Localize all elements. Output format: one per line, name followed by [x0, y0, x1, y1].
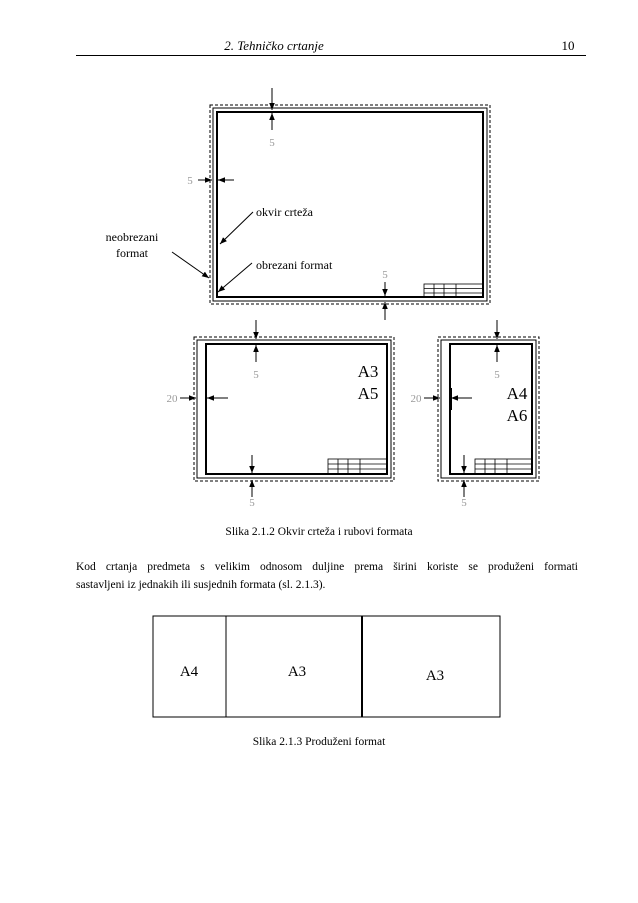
- a4-dim-left-value: 20: [411, 393, 423, 405]
- paragraph-line-1: Kod crtanja predmeta s velikim odnosom d…: [76, 561, 578, 573]
- header-rule: [76, 55, 586, 56]
- title-block: [327, 458, 388, 475]
- a3-dim-left-value: 20: [167, 393, 179, 405]
- large-format-drawing: 5 5 5 okvir crteža obrezani format neobr…: [106, 88, 491, 320]
- extended-cell-a3-first: A3: [288, 664, 306, 680]
- format-label-a3: A3: [358, 362, 379, 381]
- paragraph-line-2: sastavljeni iz jednakih ili susjednih fo…: [76, 579, 326, 591]
- a4-dim-top-value: 5: [494, 369, 500, 381]
- frame-leader-arrow: [219, 211, 254, 245]
- extended-format-drawing: A4 A3 A3: [152, 615, 501, 718]
- running-header-title: 2. Tehničko crtanje: [224, 38, 324, 53]
- a3-a5-format-drawing: 5 20 5 A3 A5: [167, 320, 395, 509]
- format-label-a5: A5: [358, 384, 379, 403]
- extended-cell-a4: A4: [180, 664, 199, 680]
- a3-dim-top-value: 5: [253, 369, 259, 381]
- body-paragraph: Kod crtanja predmeta s velikim odnosom d…: [76, 558, 578, 594]
- untrimmed-leader-arrow: [171, 251, 210, 279]
- dim-left-value: 5: [187, 175, 193, 187]
- drawing-frame: [216, 111, 484, 298]
- untrimmed-outline: [209, 104, 491, 305]
- format-label-a4: A4: [507, 384, 528, 403]
- figure-caption-2-1-2: Slika 2.1.2 Okvir crteža i rubovi format…: [225, 526, 413, 538]
- label-untrimmed-line2: format: [116, 246, 149, 260]
- extended-cell-a3-second: A3: [426, 668, 444, 684]
- a4-dim-bottom-value: 5: [461, 497, 467, 509]
- dim-top-value: 5: [269, 137, 275, 149]
- trimmed-outline: [212, 107, 488, 302]
- title-block: [474, 458, 533, 475]
- a4-a6-format-drawing: 5 20 5 A4 A6: [411, 320, 540, 509]
- page-number: 10: [561, 38, 575, 53]
- label-untrimmed-line1: neobrezani: [106, 230, 159, 244]
- label-trimmed-format: obrezani format: [256, 258, 333, 272]
- dim-bottom-value: 5: [382, 269, 388, 281]
- format-label-a6: A6: [507, 406, 528, 425]
- title-block: [423, 283, 484, 298]
- trimmed-leader-arrow: [217, 262, 253, 293]
- figure-caption-2-1-3: Slika 2.1.3 Produženi format: [252, 736, 386, 748]
- a3-dim-bottom-value: 5: [249, 497, 255, 509]
- label-frame: okvir crteža: [256, 205, 314, 219]
